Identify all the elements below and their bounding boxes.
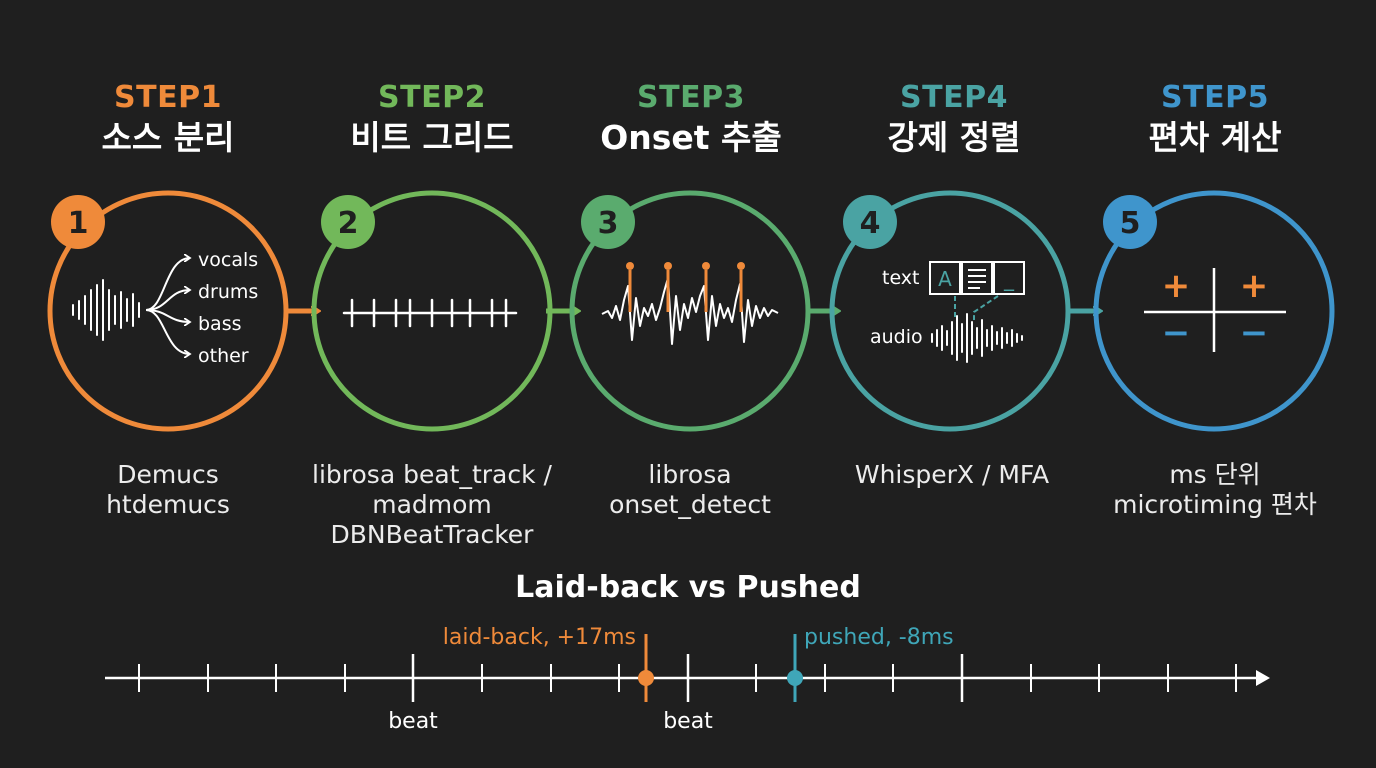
output-drums: drums <box>198 281 258 303</box>
step3-number-badge <box>581 195 635 249</box>
step3-node: 3 <box>569 190 811 432</box>
text-box-a <box>929 261 961 295</box>
step5-node: 5 + + − − <box>1093 190 1335 432</box>
step2-tool-line-1: librosa beat_track / <box>312 460 552 489</box>
output-vocals: vocals <box>198 249 258 271</box>
audio-waveform-icon <box>931 313 1023 363</box>
step5-heading: STEP5 편차 계산 <box>1095 80 1335 160</box>
beat-label-2: beat <box>663 709 713 734</box>
step3-tool-line-2: onset_detect <box>609 490 771 519</box>
step1-title: 소스 분리 <box>101 118 235 157</box>
step4-node: 4 text audio A _ <box>829 190 1071 432</box>
step2-node: 2 <box>311 190 553 432</box>
step1-label: STEP1 <box>114 80 222 115</box>
microtiming-timeline: laid-back, +17ms pushed, -8ms beat beat <box>105 625 1270 734</box>
step3-circle <box>569 190 811 432</box>
step4-heading: STEP4 강제 정렬 <box>834 80 1074 160</box>
minus-left: − <box>1162 313 1191 353</box>
step5-label: STEP5 <box>1161 80 1269 115</box>
step5-tool-line-2: microtiming 편차 <box>1113 490 1317 519</box>
onset-marker-dots <box>626 262 745 270</box>
timeline-arrowhead <box>1256 670 1270 686</box>
step4-tool-text: WhisperX / MFA <box>822 460 1082 490</box>
waveform-icon <box>72 279 140 341</box>
step4-title: 강제 정렬 <box>887 118 1021 157</box>
text-box-lines <box>961 261 993 295</box>
step5-number: 5 <box>1120 206 1141 241</box>
step2-tool-line-3: DBNBeatTracker <box>330 520 534 549</box>
laid-back-marker-dot <box>638 670 654 686</box>
step2-tool-line-2: madmom <box>372 490 492 519</box>
plus-right: + <box>1240 266 1269 306</box>
step3-label: STEP3 <box>637 80 745 115</box>
step4-label: STEP4 <box>900 80 1008 115</box>
step5-number-badge <box>1103 195 1157 249</box>
pushed-marker-dot <box>787 670 803 686</box>
step3-heading: STEP3 Onset 추출 <box>571 80 811 160</box>
audio-label: audio <box>870 326 923 348</box>
step2-heading: STEP2 비트 그리드 <box>312 80 552 160</box>
onset-waveform <box>601 277 779 345</box>
step2-number: 2 <box>338 206 359 241</box>
deviation-axes-icon <box>1144 268 1286 352</box>
step5-tool-line-1: ms 단위 <box>1169 460 1261 489</box>
beat-grid-icon <box>342 298 518 328</box>
output-bass: bass <box>198 313 242 335</box>
laid-back-label: laid-back, +17ms <box>443 625 636 650</box>
step3-tool-text: librosa onset_detect <box>560 460 820 520</box>
timeline-ticks <box>138 654 1237 702</box>
step2-number-badge <box>321 195 375 249</box>
step1-circle <box>47 190 289 432</box>
text-boxes: A _ <box>929 261 1025 295</box>
text-lines-icon <box>968 269 986 289</box>
step3-tool-line-1: librosa <box>648 460 732 489</box>
step4-number-badge <box>843 195 897 249</box>
step5-circle <box>1093 190 1335 432</box>
step1-tool-line-2: htdemucs <box>106 490 230 519</box>
output-other: other <box>198 345 249 367</box>
beat-label-1: beat <box>388 709 438 734</box>
step2-circle <box>311 190 553 432</box>
pushed-label: pushed, -8ms <box>804 625 954 650</box>
step1-tool-text: Demucs htdemucs <box>38 460 298 520</box>
alignment-links <box>954 295 999 320</box>
step2-tool-text: librosa beat_track / madmom DBNBeatTrack… <box>302 460 562 550</box>
onset-markers <box>628 270 743 312</box>
timeline-title: Laid-back vs Pushed <box>515 570 861 605</box>
minus-right: − <box>1240 313 1269 353</box>
step4-number: 4 <box>860 206 881 241</box>
step4-circle <box>829 190 1071 432</box>
text-box-cursor-glyph: _ <box>1003 267 1015 291</box>
plus-left: + <box>1162 266 1191 306</box>
step1-number-badge <box>51 195 105 249</box>
step4-tool-line-1: WhisperX / MFA <box>854 460 1050 489</box>
step1-node: 1 vocals <box>47 190 289 432</box>
text-label: text <box>882 267 920 289</box>
step5-title: 편차 계산 <box>1148 118 1282 157</box>
step1-tool-line-1: Demucs <box>117 460 219 489</box>
step2-title: 비트 그리드 <box>350 118 514 157</box>
step3-number: 3 <box>598 206 619 241</box>
step1-number: 1 <box>68 206 89 241</box>
step2-label: STEP2 <box>378 80 486 115</box>
step5-tool-text: ms 단위 microtiming 편차 <box>1085 460 1345 520</box>
text-box-cursor <box>993 261 1025 295</box>
step1-heading: STEP1 소스 분리 <box>48 80 288 160</box>
text-box-a-glyph: A <box>938 267 952 291</box>
step3-title: Onset 추출 <box>600 118 782 157</box>
split-arrows <box>145 258 190 354</box>
